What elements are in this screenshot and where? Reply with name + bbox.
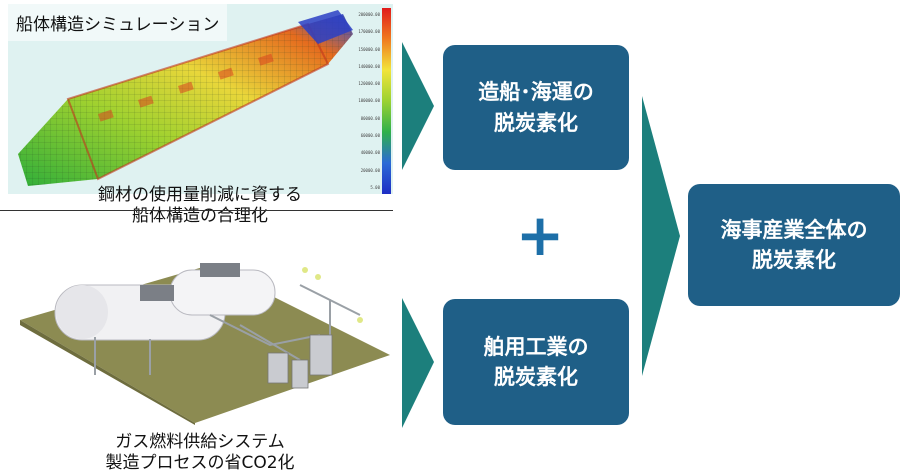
ship-caption-line2: 船体構造の合理化 xyxy=(132,206,268,227)
gas-caption-line2: 製造プロセスの省CO2化 xyxy=(105,453,295,474)
ship-simulation-image: 船体構造シミュレーション 200000.00 170000.00 150000.… xyxy=(8,4,393,194)
legend-tick: 150000.00 xyxy=(358,46,380,52)
legend-tick: 120000.00 xyxy=(358,81,380,87)
legend-tick: 140000.00 xyxy=(358,63,380,69)
ship-caption: 鋼材の使用量削減に資する 船体構造の合理化 xyxy=(40,185,360,228)
legend-tick: 80000.00 xyxy=(360,115,380,121)
gas-caption: ガス燃料供給システム 製造プロセスの省CO2化 xyxy=(40,432,360,475)
legend-tick: 5.00 xyxy=(370,184,380,190)
stress-color-bar xyxy=(382,8,391,194)
ship-hull-illustration xyxy=(18,10,353,186)
legend-tick: 200000.00 xyxy=(358,12,380,17)
arrow-to-marine-industry xyxy=(402,298,434,428)
ship-panel-title: 船体構造シミュレーション xyxy=(8,4,228,41)
plus-sign: + xyxy=(515,201,565,269)
lng-tank-left xyxy=(54,284,226,341)
arrow-to-maritime-all xyxy=(642,96,680,376)
legend-tick: 100000.00 xyxy=(358,98,380,104)
gas-plant-illustration xyxy=(20,263,390,425)
legend-tick: 60000.00 xyxy=(360,133,380,139)
legend-tick: 20000.00 xyxy=(360,167,380,173)
maritime-industry-box: 海事産業全体の 脱炭素化 xyxy=(688,184,900,306)
legend-tick: 170000.00 xyxy=(358,29,380,35)
gas-caption-line1: ガス燃料供給システム xyxy=(115,432,285,452)
ship-caption-line1: 鋼材の使用量削減に資する xyxy=(98,185,302,205)
shipbuilding-shipping-box: 造船･海運の 脱炭素化 xyxy=(443,45,629,170)
shipbuilding-shipping-label: 造船･海運の 脱炭素化 xyxy=(478,80,594,135)
maritime-industry-label: 海事産業全体の 脱炭素化 xyxy=(720,217,868,272)
legend-tick: 40000.00 xyxy=(360,150,380,156)
section-divider xyxy=(0,210,393,211)
stress-legend: 200000.00 170000.00 150000.00 140000.00 … xyxy=(344,12,380,190)
marine-industry-label: 舶用工業の 脱炭素化 xyxy=(483,334,589,389)
arrow-to-shipbuilding xyxy=(402,42,434,170)
gas-fuel-system-image xyxy=(0,225,395,425)
marine-industry-box: 舶用工業の 脱炭素化 xyxy=(443,299,629,425)
